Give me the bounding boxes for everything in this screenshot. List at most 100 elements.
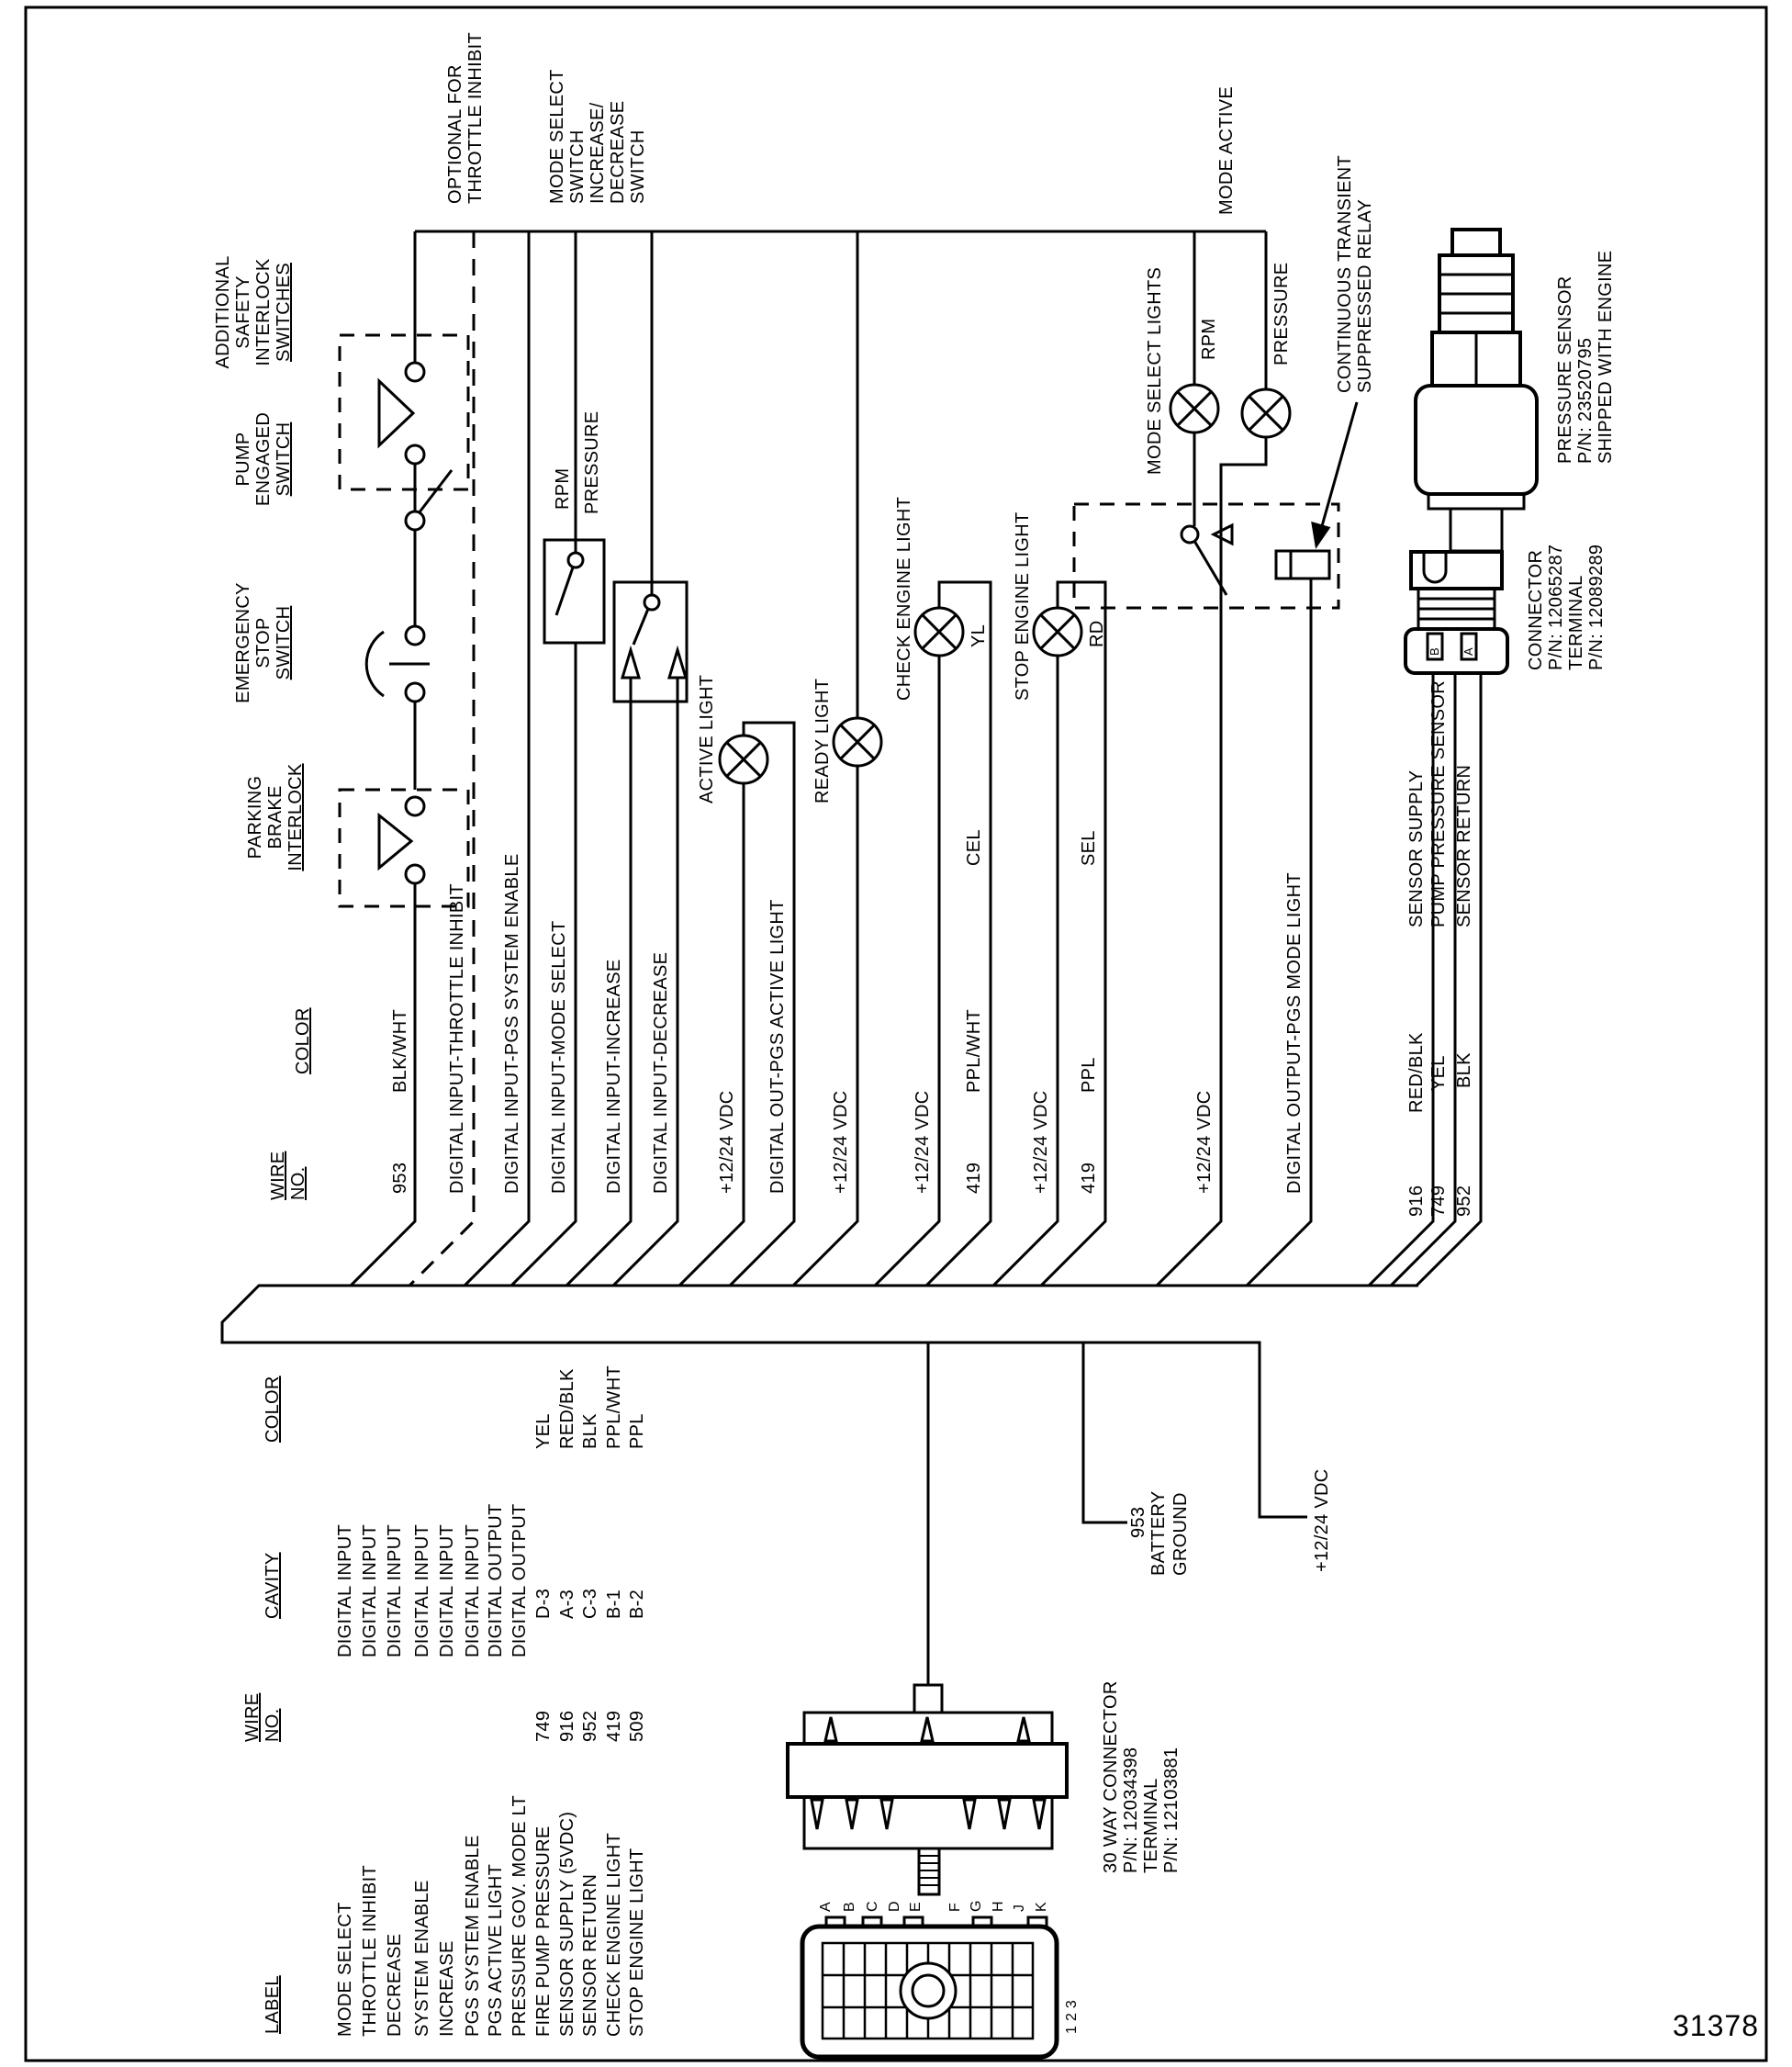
active-light-circuit (678, 721, 796, 1287)
sensor-connector-label: CONNECTOR P/N: 12065287 TERMINAL P/N: 12… (1526, 544, 1607, 670)
optional-throttle-inhibit-label: OPTIONAL FOR THROTTLE INHIBIT (445, 31, 486, 204)
pump-pressure-sensor-label: PUMP PRESSURE SENSOR (1428, 680, 1449, 927)
row-label-0: MODE SELECT (335, 1902, 355, 2037)
rpm-light-label: RPM (1199, 318, 1219, 360)
row-label-11: CHECK ENGINE LIGHT (604, 1832, 624, 2037)
pin-k-label: K (1034, 1902, 1049, 1912)
battery-ground-branch (1081, 1342, 1127, 1524)
row-label-4: INCREASE (437, 1940, 457, 2037)
wire-color-blkwht: BLK/WHT (390, 1009, 410, 1093)
row-label-9: SENSOR SUPPLY (5VDC) (557, 1811, 577, 2037)
check-engine-light-label: CHECK ENGINE LIGHT (894, 496, 914, 701)
relay-label: CONTINUOUS TRANSIENT SUPPRESSED RELAY (1335, 155, 1375, 393)
label-pgs-system-enable: DIGITAL INPUT-PGS SYSTEM ENABLE (502, 853, 522, 1195)
row-color-10: BLK (580, 1413, 600, 1449)
row-label-12: STOP ENGINE LIGHT (627, 1848, 647, 2037)
row-color-12: PPL (627, 1413, 647, 1449)
pin-j-label: J (1012, 1904, 1027, 1912)
row-wire-8: 749 (533, 1710, 554, 1742)
active-light-label: ACTIVE LIGHT (697, 674, 717, 803)
row-cavity-11: B-1 (604, 1589, 624, 1619)
color-header-bottom: COLOR (263, 1376, 283, 1443)
row-wire-9: 916 (557, 1710, 577, 1742)
row-cavity-5: DIGITAL INPUT (463, 1523, 483, 1657)
mode-select-lights-circuit (1155, 231, 1292, 1287)
wire-no-header: WIRE NO. (268, 1151, 308, 1200)
ground-953-label: 953 (1128, 1506, 1148, 1538)
yl-label: YL (969, 623, 989, 647)
parking-brake-label: PARKING BRAKE INTERLOCK (245, 763, 306, 871)
cel-label: CEL (964, 829, 984, 866)
wire-color-pplwht: PPL/WHT (964, 1009, 984, 1093)
row-wire-10: 952 (580, 1710, 600, 1742)
pin-c-label: C (865, 1901, 880, 1912)
harness-trunk (220, 1284, 1418, 1519)
row-cavity-2: DIGITAL INPUT (385, 1523, 405, 1657)
wire-pump-pressure-sensor (1389, 673, 1457, 1287)
pressure-position-label: PRESSURE (582, 410, 602, 514)
wire-sensor-return (1415, 673, 1483, 1287)
wire-number-419-cel: 419 (964, 1162, 984, 1194)
cavity-header: CAVITY (263, 1552, 283, 1619)
sensor-pin-b: B (1428, 647, 1441, 656)
sensor-pin-a: A (1462, 647, 1475, 656)
battery-label: BATTERY (1148, 1490, 1169, 1577)
label-out-mode-light: DIGITAL OUTPUT-PGS MODE LIGHT (1284, 872, 1305, 1194)
row-cavity-3: DIGITAL INPUT (412, 1523, 432, 1657)
label-vdc-active: +12/24 VDC (717, 1090, 737, 1194)
wire-953 (349, 883, 417, 1287)
color-header: COLOR (293, 1007, 313, 1074)
pressure-sensor-drawing (1414, 228, 1539, 553)
row-wire-12: 509 (627, 1710, 647, 1742)
row-label-8: FIRE PUMP PRESSURE (533, 1825, 554, 2037)
ready-light-circuit (791, 231, 883, 1287)
row-cavity-6: DIGITAL OUTPUT (486, 1503, 506, 1657)
row-label-3: SYSTEM ENABLE (412, 1880, 432, 2037)
wire-number-952: 952 (1454, 1185, 1474, 1217)
increase-decrease-switch (565, 231, 689, 1287)
pressure-light-label: PRESSURE (1271, 262, 1292, 365)
ready-light-label: READY LIGHT (812, 678, 833, 803)
wire-number-916: 916 (1406, 1185, 1427, 1217)
additional-safety-interlock-switch (338, 231, 470, 511)
sensor-connector-drawing (1404, 550, 1509, 675)
page-number: 31378 (1673, 2009, 1759, 2042)
pin-a-label: A (818, 1902, 834, 1912)
emergency-stop-switch (364, 624, 430, 790)
label-throttle-inhibit: DIGITAL INPUT-THROTTLE INHIBIT (447, 883, 467, 1194)
rpm-position-label: RPM (553, 467, 573, 510)
row-wire-11: 419 (604, 1710, 624, 1742)
row-cavity-0: DIGITAL INPUT (335, 1523, 355, 1657)
label-vdc-stop: +12/24 VDC (1031, 1090, 1051, 1194)
mode-select-lights-label: MODE SELECT LIGHTS (1145, 266, 1165, 475)
wire-color-yel: YEL (1428, 1055, 1449, 1091)
wire-color-blk: BLK (1454, 1052, 1474, 1088)
wire-number-953: 953 (390, 1162, 410, 1194)
sel-label: SEL (1079, 830, 1099, 866)
pin-h-label: H (991, 1901, 1006, 1912)
sensor-return-label: SENSOR RETURN (1454, 764, 1474, 927)
pin-f-label: F (947, 1902, 963, 1912)
connector30-side-view (786, 1683, 1069, 1896)
row-cavity-9: A-3 (557, 1589, 577, 1619)
row-label-1: THROTTLE INHIBIT (360, 1864, 380, 2037)
row-label-5: PGS SYSTEM ENABLE (463, 1835, 483, 2037)
pin-e-label: E (908, 1902, 924, 1912)
pump-engaged-label: PUMP ENGAGED SWITCH (233, 411, 294, 507)
emergency-stop-label: EMERGENCY STOP SWITCH (233, 582, 294, 703)
pin-g-label: G (969, 1900, 984, 1912)
mode-select-switch-label: MODE SELECT SWITCH INCREASE/ DECREASE SW… (547, 69, 648, 204)
connector30-face-view (800, 1915, 1059, 2060)
wire-number-749: 749 (1428, 1185, 1449, 1217)
label-vdc-mode: +12/24 VDC (1194, 1090, 1215, 1194)
wire-sensor-supply (1367, 673, 1435, 1287)
mode-active-label: MODE ACTIVE (1216, 86, 1237, 215)
row-cavity-4: DIGITAL INPUT (437, 1523, 457, 1657)
check-engine-light-circuit (873, 580, 992, 1287)
sensor-supply-label: SENSOR SUPPLY (1406, 770, 1427, 927)
pressure-sensor-label: PRESSURE SENSOR P/N: 23520795 SHIPPED WI… (1555, 250, 1616, 464)
row-color-11: PPL/WHT (604, 1365, 624, 1449)
row-cavity-8: D-3 (533, 1588, 554, 1619)
wire-color-ppl: PPL (1079, 1057, 1099, 1093)
